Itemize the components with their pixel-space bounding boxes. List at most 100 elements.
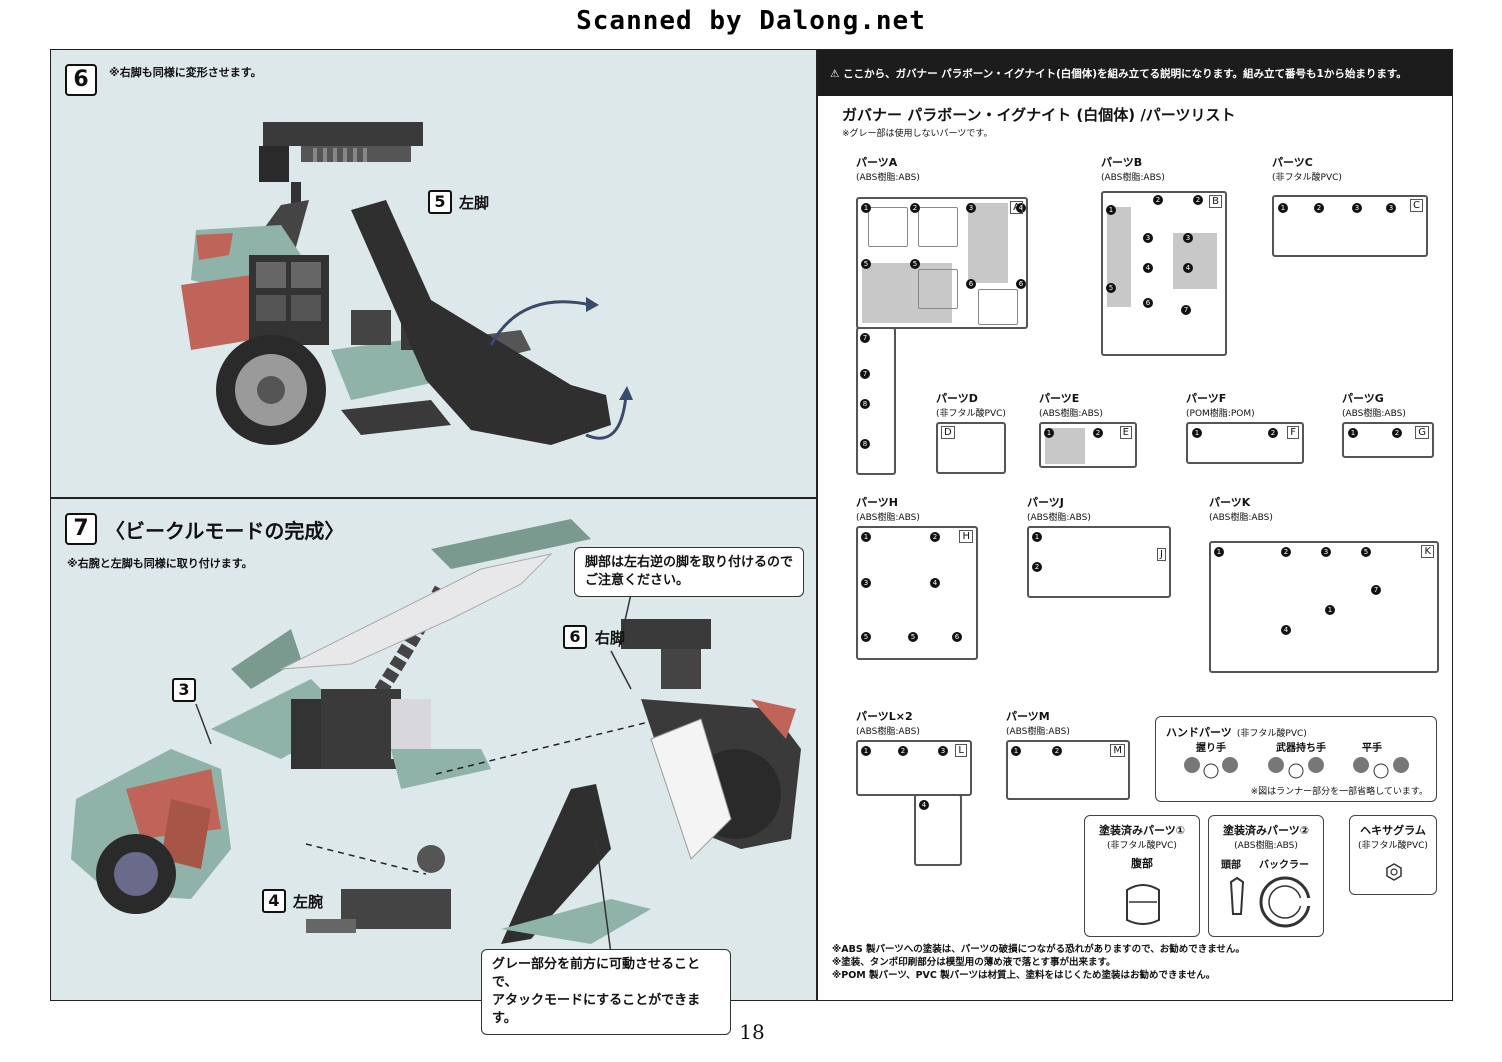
parts-d-name: パーツD <box>936 392 978 405</box>
parts-group-h: パーツH (ABS樹脂:ABS) 1 2 3 4 5 5 6 H <box>856 494 978 660</box>
runner-d-letter: D <box>941 426 955 439</box>
parts-k-material: (ABS樹脂:ABS) <box>1209 513 1273 523</box>
parts-a-name: パーツA <box>856 156 898 169</box>
left-arm-weapon <box>306 845 451 933</box>
parts-list-subtitle: ※グレー部は使用しないパーツです。 <box>842 129 993 139</box>
leg-warning-line-2: ご注意ください。 <box>585 573 690 588</box>
step6-note: ※右脚も同様に変形させます。 <box>109 66 262 79</box>
hand-parts-icons <box>1184 757 1409 779</box>
hand-parts-box: ハンドパーツ (非フタル酸PVC) 握り手 武器持ち手 平手 ※図はランナー部分… <box>1155 716 1437 802</box>
step7-title: 〈ビークルモードの完成〉 <box>105 519 345 543</box>
parts-h-material: (ABS樹脂:ABS) <box>856 513 920 523</box>
runner-m-letter: M <box>1110 744 1125 757</box>
runner-a-letter: A <box>1010 201 1023 214</box>
runner-h: 1 2 3 4 5 5 6 H <box>856 526 978 660</box>
step7-callout-6-number: 6 <box>563 625 587 649</box>
step7-callout-4-label: 左腕 <box>293 893 324 911</box>
parts-d-material: (非フタル酸PVC) <box>936 409 1006 419</box>
callout-3-pointer <box>195 703 212 745</box>
runner-b-letter: B <box>1209 195 1222 208</box>
runner-j: 1 2 J <box>1027 526 1171 598</box>
parts-k-name: パーツK <box>1209 496 1251 509</box>
bubble-pointer-top <box>618 593 632 648</box>
parts-l-name: パーツL×2 <box>856 710 913 723</box>
head-buckler-icons <box>1229 876 1313 928</box>
long-blade <box>501 784 611 944</box>
parts-a-material: (ABS樹脂:ABS) <box>856 173 920 183</box>
hand-weapon-label: 武器持ち手 <box>1276 743 1326 754</box>
step7-callout-4-number: 4 <box>262 889 286 913</box>
motion-arrow-upper <box>489 300 592 346</box>
hand-parts-material: (非フタル酸PVC) <box>1236 729 1307 739</box>
parts-h-name: パーツH <box>856 496 898 509</box>
head-part-label: 頭部 <box>1221 860 1241 871</box>
parts-group-m: パーツM (ABS樹脂:ABS) 1 2 M <box>1006 708 1130 800</box>
parts-f-material: (POM樹脂:POM) <box>1186 409 1255 419</box>
parts-b-name: パーツB <box>1101 156 1143 169</box>
runner-a: 1 2 3 4 5 5 6 6 A <box>856 197 1028 329</box>
parts-group-j: パーツJ (ABS樹脂:ABS) 1 2 J <box>1027 494 1171 598</box>
parts-group-b: パーツB (ABS樹脂:ABS) 1 2 2 3 3 4 4 5 6 7 B <box>1101 154 1227 356</box>
abdomen-part-icon <box>1126 884 1160 925</box>
right-leg-unit <box>621 619 801 860</box>
parts-group-l: パーツL×2 (ABS樹脂:ABS) 1 2 3 L 4 <box>856 708 972 866</box>
runner-g-letter: G <box>1415 426 1429 439</box>
runner-l-letter: L <box>955 744 967 757</box>
footnote-3: ※POM 製パーツ、PVC 製パーツは材質上、塗料をはじくため塗装はお勧めできま… <box>832 970 1216 981</box>
runner-b: 1 2 2 3 3 4 4 5 6 7 B <box>1101 191 1227 356</box>
runner-f: 1 2 F <box>1186 422 1304 464</box>
runner-a-extension: 7 7 8 8 <box>856 327 896 475</box>
bubble-pointer-bottom <box>595 838 612 955</box>
leg-warning-bubble: 脚部は左右逆の脚を取り付けるので ご注意ください。 <box>574 547 804 597</box>
parts-group-k: パーツK (ABS樹脂:ABS) 1 2 3 5 7 1 4 K <box>1209 494 1439 673</box>
parts-l-material: (ABS樹脂:ABS) <box>856 727 920 737</box>
parts-c-material: (非フタル酸PVC) <box>1272 173 1342 183</box>
parts-m-material: (ABS樹脂:ABS) <box>1006 727 1070 737</box>
runner-k-letter: K <box>1421 545 1434 558</box>
step6-callout-number: 5 <box>428 190 452 214</box>
parts-group-g: パーツG (ABS樹脂:ABS) 1 2 G <box>1342 390 1434 458</box>
front-vehicle <box>71 629 361 914</box>
step6-callout-label: 左脚 <box>459 194 490 212</box>
assembly-notice: ⚠ ここから、ガバナー パラボーン・イグナイト(白個体)を組み立てる説明になりま… <box>818 50 1452 96</box>
runner-h-letter: H <box>959 530 973 543</box>
runner-j-letter: J <box>1157 548 1166 561</box>
parts-e-name: パーツE <box>1039 392 1080 405</box>
runner-e-letter: E <box>1119 426 1132 439</box>
step6-panel: 6 ※右脚も同様に変形させます。 <box>50 49 817 498</box>
runner-d: D <box>936 422 1006 474</box>
motion-arrow-lower <box>585 394 628 440</box>
hexagram-box: ヘキサグラム (非フタル酸PVC) <box>1349 815 1437 895</box>
runner-g: 1 2 G <box>1342 422 1434 458</box>
parts-group-c: パーツC (非フタル酸PVC) 1 2 3 3 C <box>1272 154 1428 257</box>
step7-note: ※右腕と左脚も同様に取り付けます。 <box>67 557 253 570</box>
center-body <box>321 689 491 789</box>
footnote-2: ※塗装、タンポ印刷部分は模型用の薄め液で落とす事が出来ます。 <box>832 957 1116 968</box>
parts-g-material: (ABS樹脂:ABS) <box>1342 409 1406 419</box>
parts-j-name: パーツJ <box>1027 496 1064 509</box>
painted-parts-1-item: 腹部 <box>1131 857 1153 870</box>
parts-j-material: (ABS樹脂:ABS) <box>1027 513 1091 523</box>
painted-parts-2-material: (ABS樹脂:ABS) <box>1234 841 1298 851</box>
parts-group-f: パーツF (POM樹脂:POM) 1 2 F <box>1186 390 1304 464</box>
painted-parts-1-title: 塗装済みパーツ① <box>1098 824 1186 837</box>
runner-f-letter: F <box>1287 426 1299 439</box>
guide-line-upper <box>435 718 662 775</box>
footnote-1: ※ABS 製パーツへの塗装は、パーツの破損につながる恐れがありますので、お勧めで… <box>832 944 1245 955</box>
parts-b-material: (ABS樹脂:ABS) <box>1101 173 1165 183</box>
feather-blade <box>280 553 553 670</box>
page-number: 18 <box>739 1020 765 1044</box>
parts-group-e: パーツE (ABS樹脂:ABS) 1 2 E <box>1039 390 1137 468</box>
painted-parts-1-material: (非フタル酸PVC) <box>1107 841 1177 851</box>
footnotes: ※ABS 製パーツへの塗装は、パーツの破損につながる恐れがありますので、お勧めで… <box>832 943 1245 982</box>
parts-c-name: パーツC <box>1272 156 1313 169</box>
parts-g-name: パーツG <box>1342 392 1384 405</box>
hexagram-material: (非フタル酸PVC) <box>1358 841 1428 851</box>
buckler-part-label: バックラー <box>1259 860 1309 871</box>
hand-parts-note: ※図はランナー部分を一部省略しています。 <box>1250 787 1428 797</box>
attack-mode-line-2: アタックモードにすることができます。 <box>492 993 701 1026</box>
attack-mode-line-1: グレー部分を前方に可動させることで、 <box>492 957 701 990</box>
step7-panel: 7 〈ビークルモードの完成〉 ※右腕と左脚も同様に取り付けます。 <box>50 498 817 1035</box>
parts-group-a: パーツA (ABS樹脂:ABS) 1 2 3 4 5 5 6 6 A 7 7 8… <box>856 154 1028 475</box>
hexagram-title: ヘキサグラム <box>1360 824 1426 837</box>
